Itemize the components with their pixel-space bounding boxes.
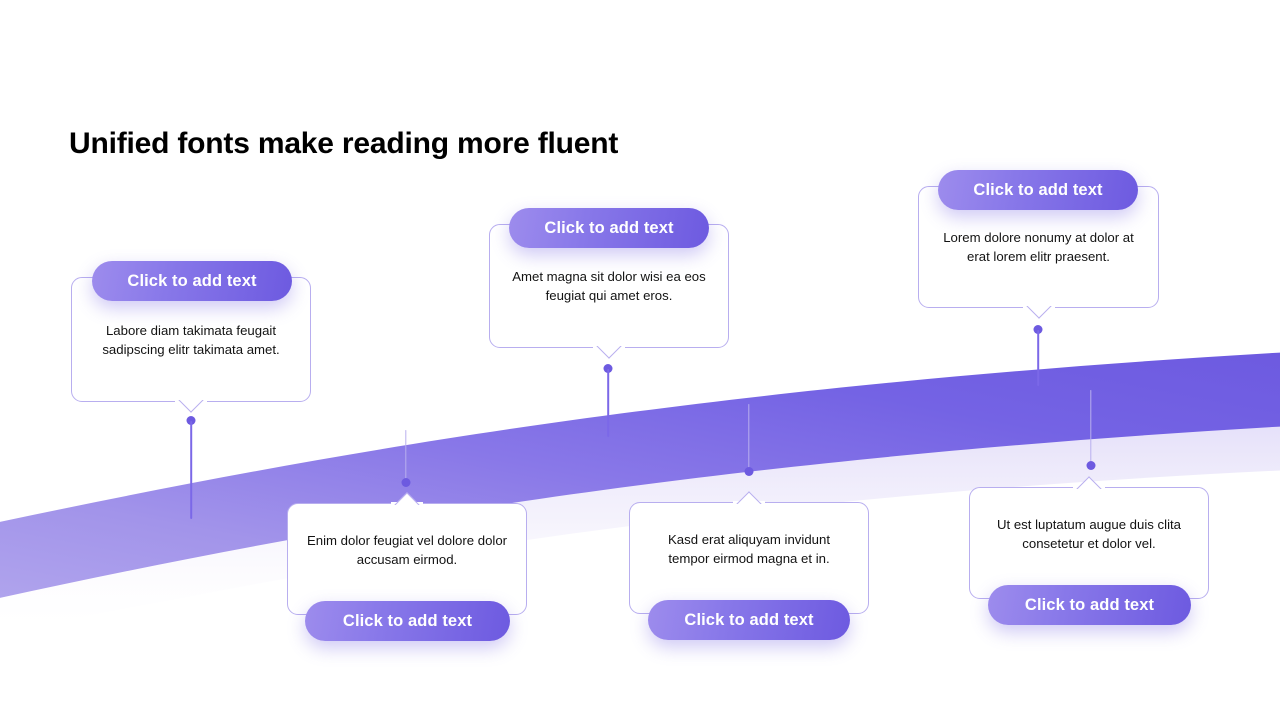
card-5-body: Kasd erat aliquyam invidunt tempor eirmo… (667, 532, 830, 566)
connector-stem (748, 404, 750, 474)
card-4-button-label: Click to add text (342, 611, 473, 630)
card-2-tail (592, 346, 626, 363)
card-1-button-label: Click to add text (127, 271, 257, 290)
card-2-body: Amet magna sit dolor wisi ea eos feugiat… (512, 269, 706, 303)
card-1-button[interactable]: Click to add text (92, 261, 292, 301)
card-4-button[interactable]: Click to add text (305, 601, 510, 641)
connector-stem (190, 421, 192, 519)
card-1-body: Labore diam takimata feugait sadipscing … (102, 322, 280, 357)
card-6-button-label: Click to add text (1024, 595, 1155, 614)
connector-dot (1033, 325, 1043, 334)
connector-dot (603, 364, 613, 373)
card-5-button[interactable]: Click to add text (648, 600, 850, 640)
connector-dot (186, 416, 196, 425)
card-1-tail (174, 400, 208, 417)
connector-card-6 (1085, 390, 1097, 480)
card-5[interactable]: Kasd erat aliquyam invidunt tempor eirmo… (629, 501, 869, 614)
connector-card-5 (743, 404, 755, 490)
card-3-button[interactable]: Click to add text (938, 170, 1138, 210)
card-3-button-label: Click to add text (973, 180, 1103, 199)
card-5-tail (732, 487, 766, 504)
card-6-tail (1072, 472, 1106, 489)
connector-dot (1086, 461, 1096, 470)
card-4[interactable]: Enim dolor feugiat vel dolore dolor accu… (287, 502, 527, 615)
connector-stem (1090, 390, 1092, 467)
card-5-button-label: Click to add text (684, 610, 814, 629)
card-3-tail (1022, 306, 1056, 323)
card-4-tail (390, 488, 424, 505)
card-2-button-label: Click to add text (544, 218, 674, 237)
card-4-body: Enim dolor feugiat vel dolore dolor accu… (306, 533, 508, 567)
connector-dot (744, 467, 754, 476)
connector-stem (1037, 330, 1039, 386)
card-6[interactable]: Ut est luptatum augue duis clita consete… (969, 486, 1209, 599)
connector-stem (607, 369, 609, 437)
connector-card-1 (185, 404, 197, 519)
connector-stem (405, 430, 407, 486)
card-3-body: Lorem dolore nonumy at dolor at erat lor… (943, 230, 1134, 264)
card-6-button[interactable]: Click to add text (988, 585, 1191, 625)
card-6-body: Ut est luptatum augue duis clita consete… (997, 517, 1181, 551)
card-2-button[interactable]: Click to add text (509, 208, 709, 248)
page-title: Unified fonts make reading more fluent (69, 127, 619, 160)
connector-dot (401, 478, 411, 487)
